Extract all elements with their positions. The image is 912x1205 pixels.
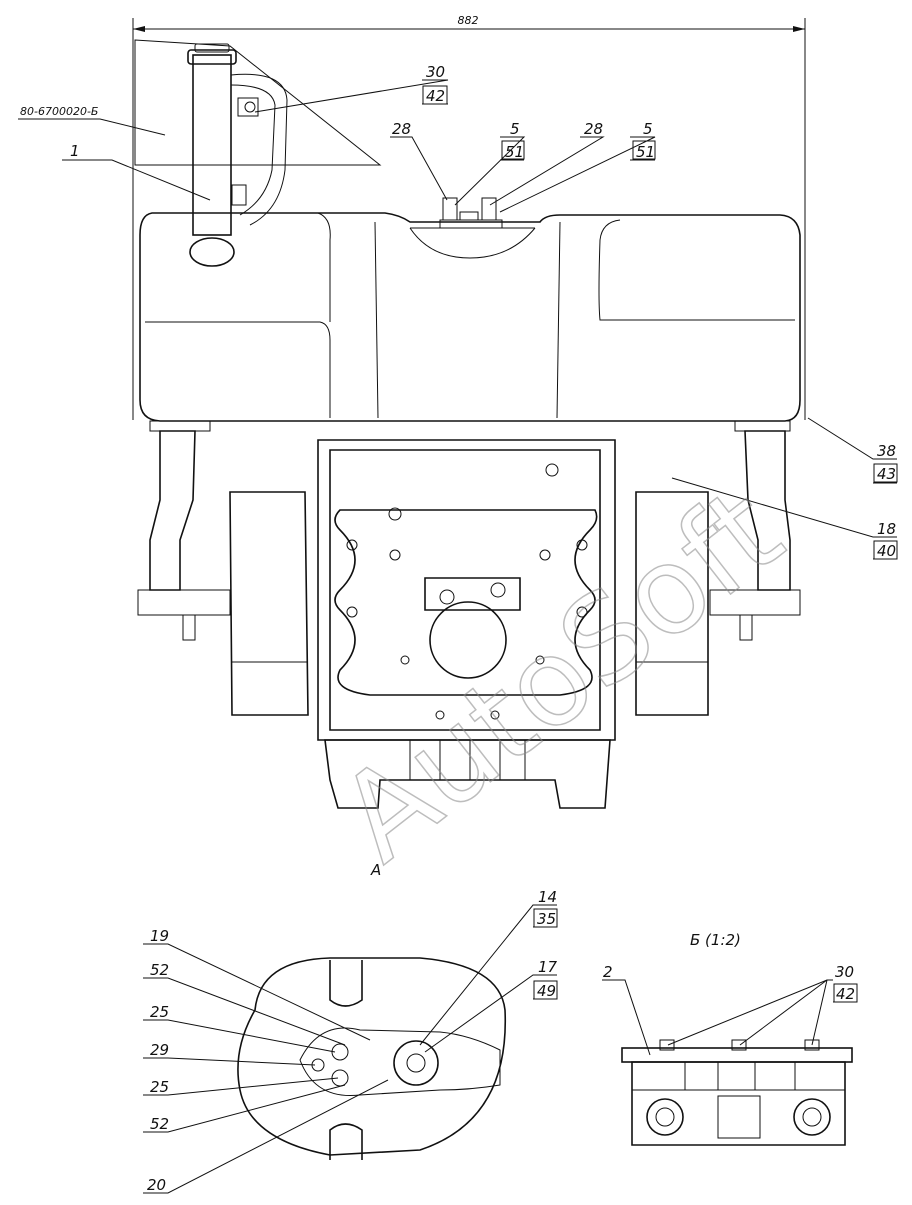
callout-5-left: 5 (510, 120, 520, 138)
label-25-top: 25 (150, 1003, 169, 1021)
label-29: 29 (150, 1041, 169, 1059)
view-a-labels: 19 52 25 29 25 52 20 14 35 17 49 (147, 888, 558, 1194)
label-42-b: 42 (836, 985, 855, 1003)
callout-42: 42 (426, 87, 445, 105)
fuel-tank (139, 212, 801, 422)
callout-28-right: 28 (584, 120, 603, 138)
lower-block (324, 739, 611, 809)
watermark: AutoSoft (315, 462, 807, 889)
label-20: 20 (147, 1176, 166, 1194)
callout-40: 40 (877, 542, 896, 560)
leaders-main (18, 79, 897, 560)
callout-1: 1 (70, 142, 80, 160)
callout-28-left: 28 (392, 120, 411, 138)
label-52-top: 52 (150, 961, 169, 979)
callout-18: 18 (877, 520, 896, 538)
callout-51-left: 51 (505, 143, 524, 161)
label-30-b: 30 (835, 963, 854, 981)
callout-38: 38 (877, 442, 896, 460)
view-a-leaders (143, 904, 558, 1194)
tank-sensors (442, 197, 497, 221)
side-housings (229, 491, 709, 716)
callout-30: 30 (426, 63, 445, 81)
label-49: 49 (537, 982, 556, 1000)
view-b: Б (1:2) 2 30 42 (602, 931, 858, 1146)
label-14: 14 (538, 888, 557, 906)
callout-43: 43 (877, 465, 896, 483)
label-25-bottom: 25 (150, 1078, 169, 1096)
label-2: 2 (603, 963, 613, 981)
filler-neck (187, 43, 288, 267)
label-19: 19 (150, 927, 169, 945)
label-35: 35 (537, 910, 556, 928)
dimension-text: 882 (458, 14, 479, 27)
callout-5-right: 5 (643, 120, 653, 138)
callouts-main: 80-6700020-Б 1 30 42 28 5 51 28 5 51 38 … (20, 63, 898, 560)
view-a: А (237, 861, 507, 1160)
view-b-title: Б (1:2) (690, 931, 741, 949)
tank-supports (137, 420, 801, 641)
label-17: 17 (538, 958, 558, 976)
view-a-title: А (370, 861, 381, 879)
label-52-bottom: 52 (150, 1115, 169, 1133)
assembly-ref-label: 80-6700020-Б (20, 105, 98, 118)
callout-51-right: 51 (636, 143, 655, 161)
central-frame-plate (317, 439, 616, 741)
dimension-882: 882 (132, 14, 806, 420)
